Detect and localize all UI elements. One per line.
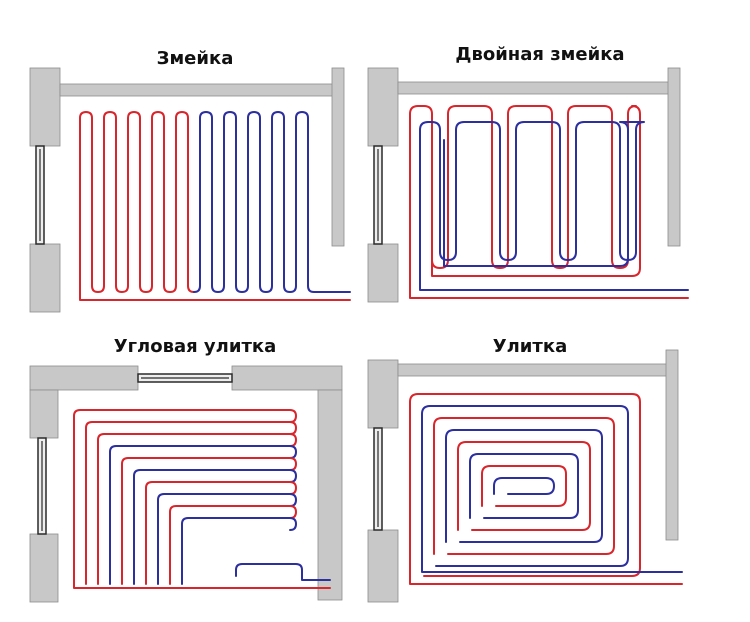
wall-left-upper-snail [367, 359, 399, 429]
pipe-corner-loop-7 [157, 493, 297, 585]
pipe-corner-loop-3 [109, 445, 297, 585]
pipe-corner-loop-4 [121, 457, 297, 585]
pipe-return-double [419, 121, 689, 291]
title-zmeyka: Змейка [156, 48, 234, 69]
pipe-corner-loop-9 [181, 517, 297, 585]
pipe-return-corner-outlet [235, 563, 331, 581]
pipe-corner-loop-0 [73, 409, 297, 585]
wall-left-upper-zmeyka [29, 67, 61, 147]
wall-left-upper-corner [29, 389, 59, 439]
pipe-snail-ring-2 [433, 417, 615, 555]
wall-right-double [667, 67, 681, 247]
pipe-corner-loop-8 [169, 505, 297, 585]
wall-right-corner [317, 389, 343, 601]
wall-right-snail [665, 349, 679, 541]
pipe-return-snail-outlet [421, 565, 683, 573]
pipe-snail-ring-1 [421, 405, 629, 567]
wall-right-zmeyka [331, 67, 345, 247]
wall-top-snail [397, 363, 671, 377]
wall-left-lower-double [367, 243, 399, 303]
pipe-corner-loop-5 [133, 469, 297, 585]
pipe-supply-snail-outlet [409, 575, 683, 585]
wall-left-lower-zmeyka [29, 243, 61, 313]
title-double-zmeyka: Двойная змейка [455, 44, 625, 65]
pipe-return-zmeyka [193, 111, 351, 293]
wall-top-double [397, 81, 673, 95]
wall-left-upper-double [367, 67, 399, 147]
title-corner-snail: Угловая улитка [113, 336, 277, 357]
pipe-supply-corner-outlet [73, 583, 331, 589]
pipe-snail-ring-0 [409, 393, 641, 577]
pipe-snail-ring-7 [493, 477, 555, 495]
pipe-supply-double [409, 105, 689, 299]
pipe-snail-ring-6 [481, 465, 567, 507]
pipe-snail-ring-3 [445, 429, 603, 543]
wall-top-right-corner [231, 365, 343, 391]
pipe-corner-loop-6 [145, 481, 297, 585]
pipe-corner-loop-1 [85, 421, 297, 585]
pipe-snail-ring-5 [469, 453, 579, 519]
wall-left-lower-corner [29, 533, 59, 603]
wall-top-zmeyka [59, 83, 341, 97]
title-snail: Улитка [492, 336, 568, 357]
pipe-corner-loop-2 [97, 433, 297, 585]
wall-left-lower-snail [367, 529, 399, 603]
wall-top-left-corner [29, 365, 139, 391]
pipe-supply-zmeyka [79, 111, 351, 301]
pipe-snail-ring-4 [457, 441, 591, 531]
